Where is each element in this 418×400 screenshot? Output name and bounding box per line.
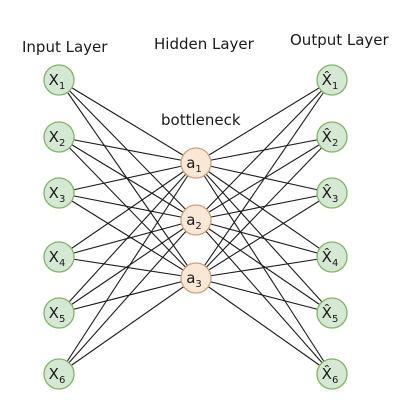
edge-a2-xhat4 (195, 219, 333, 258)
edge-x4-a1 (58, 162, 197, 258)
output-node-xhat2-label: X̂2 (322, 127, 339, 149)
input-node-x3-circle (43, 177, 75, 209)
output-node-xhat4: X̂4 (316, 241, 348, 273)
output-node-xhat4-label: X̂4 (322, 247, 339, 269)
input-node-x1-circle (43, 64, 75, 96)
output-node-xhat5-circle (316, 297, 348, 329)
edge-a2-xhat5 (195, 219, 333, 314)
edge-a2-xhat3 (195, 192, 333, 221)
output-node-xhat5-label: X̂5 (322, 303, 339, 325)
hidden-node-a1-label: a1 (186, 154, 202, 175)
output-node-xhat4-circle (316, 241, 348, 273)
hidden-node-a2-circle (180, 204, 212, 236)
edge-a1-xhat1 (195, 79, 333, 164)
input-node-x5-label: X5 (49, 304, 66, 325)
output-node-xhat5: X̂5 (316, 297, 348, 329)
input-node-x2: X2 (43, 121, 75, 153)
edge-x5-a2 (58, 219, 197, 314)
edge-a1-xhat4 (195, 162, 333, 258)
edge-x6-a3 (58, 277, 197, 375)
edge-x3-a3 (58, 192, 197, 279)
input-node-x3-label: X3 (49, 184, 66, 205)
edge-x1-a1 (58, 79, 197, 164)
input-node-x4: X4 (43, 241, 75, 273)
edge-x6-a2 (58, 219, 197, 375)
input-node-x6: X6 (43, 358, 75, 390)
input-node-x1-label: X1 (49, 71, 66, 92)
output-node-xhat6: X̂6 (316, 358, 348, 390)
output-node-xhat1-circle (316, 64, 348, 96)
input-node-x2-label: X2 (49, 128, 66, 149)
edge-a2-xhat1 (195, 79, 333, 221)
hidden-layer-title: Hidden Layer (154, 35, 254, 53)
bottleneck-label: bottleneck (161, 111, 241, 129)
output-node-xhat3-label: X̂3 (322, 183, 339, 205)
output-layer-title: Output Layer (290, 31, 389, 49)
edge-a1-xhat6 (195, 162, 333, 375)
hidden-node-a3-circle (180, 262, 212, 294)
output-node-xhat1-label: X̂1 (322, 70, 339, 92)
edge-x5-a1 (58, 162, 197, 314)
input-node-x2-circle (43, 121, 75, 153)
edge-a3-xhat2 (195, 136, 333, 279)
output-node-xhat6-label: X̂6 (322, 364, 339, 386)
hidden-node-a3: a3 (180, 262, 212, 294)
edge-a3-xhat3 (195, 192, 333, 279)
output-node-xhat1: X̂1 (316, 64, 348, 96)
edge-x3-a2 (58, 192, 197, 221)
edge-a3-xhat4 (195, 256, 333, 279)
input-node-x6-circle (43, 358, 75, 390)
hidden-node-a2-label: a2 (186, 211, 202, 232)
hidden-node-a1-circle (180, 147, 212, 179)
output-node-xhat6-circle (316, 358, 348, 390)
input-layer-title: Input Layer (22, 38, 108, 56)
input-node-x5-circle (43, 297, 75, 329)
hidden-node-a2: a2 (180, 204, 212, 236)
hidden-node-a3-label: a3 (186, 269, 202, 290)
input-node-x4-label: X4 (49, 248, 66, 269)
edge-x2-a3 (58, 136, 197, 279)
output-node-xhat3: X̂3 (316, 177, 348, 209)
input-node-x1: X1 (43, 64, 75, 96)
input-node-x3: X3 (43, 177, 75, 209)
output-node-xhat2: X̂2 (316, 121, 348, 153)
edge-x6-a1 (58, 162, 197, 375)
input-node-x5: X5 (43, 297, 75, 329)
input-node-x4-circle (43, 241, 75, 273)
edge-a3-xhat1 (195, 79, 333, 279)
hidden-node-a1: a1 (180, 147, 212, 179)
edge-a3-xhat6 (195, 277, 333, 375)
output-node-xhat3-circle (316, 177, 348, 209)
input-node-x6-label: X6 (49, 365, 66, 386)
edges (58, 79, 333, 375)
edge-x5-a3 (58, 277, 197, 314)
edge-x3-a1 (58, 162, 197, 194)
edge-a3-xhat5 (195, 277, 333, 314)
output-node-xhat2-circle (316, 121, 348, 153)
edge-x2-a1 (58, 136, 197, 164)
